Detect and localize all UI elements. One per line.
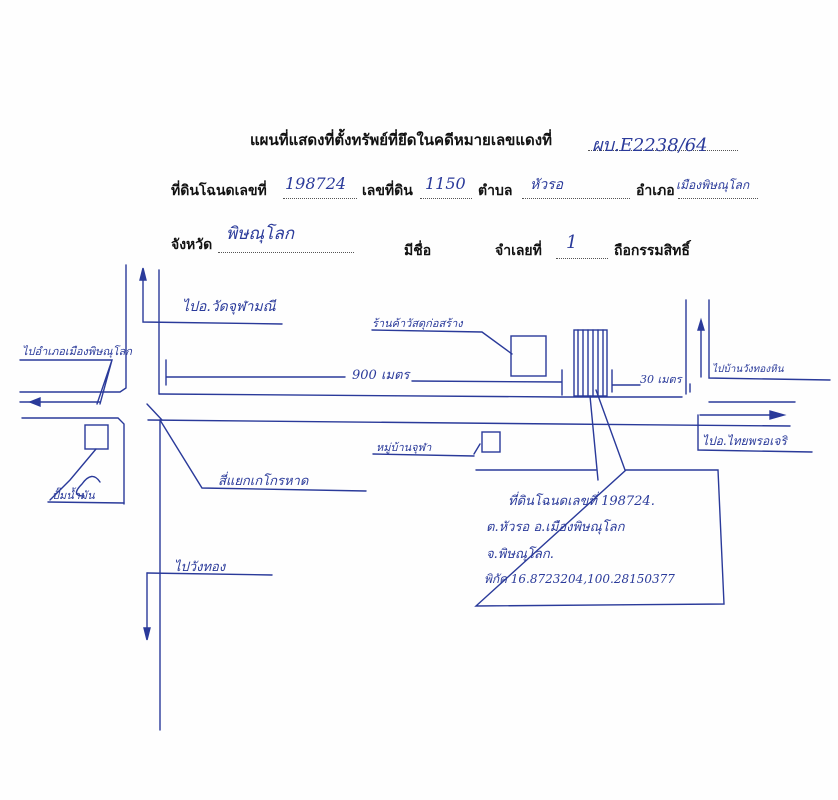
deed-number: 198724 [285,174,347,193]
note-line-1: ที่ดินโฉนดเลขที่ 198724. [508,494,655,509]
note-line-2: ต.หัวรอ อ.เมืองพิษณุโลก [486,520,625,535]
label-shop: ร้านค้าวัสดุก่อสร้าง [372,317,463,330]
case-number-dotline [588,150,738,151]
document-title: แผนที่แสดงที่ตั้งทรัพย์ที่ยึดในคดีหมายเล… [250,131,553,149]
land-no-dotline [420,198,472,199]
label-to-phu-thai: ไปอ.ไทยพรอเจริ [702,434,787,448]
label-distance-900m: 900 เมตร [352,368,410,383]
case-number: ผบ.E2238/64 [592,135,708,156]
label-intersection: สี่แยกเกโกรหาด [218,474,309,489]
deed-dotline [283,198,357,199]
ownership-label: ถือกรรมสิทธิ์ [614,243,690,259]
label-gas-station: ปั๊มน้ำมัน [52,489,95,502]
label-to-wang-thong: ไปวังทอง [174,560,226,575]
label-village: หมู่บ้านจุฬา [376,441,432,454]
label-to-wat-chulamanee: ไปอ.วัดจุฬามณี [182,299,276,315]
label-to-ban-wang-thong: ไปบ้านวังทองหิน [712,364,784,375]
subdistrict-dotline [522,198,630,199]
defendant-label: จำเลยที่ [495,243,542,259]
province-label: จังหวัด [171,237,213,253]
subdistrict-label: ตำบล [478,183,513,199]
land-no: 1150 [425,174,466,193]
label-to-mueang-phitsanulok: ไปอำเภอเมืองพิษณุโลก [22,345,132,358]
road-edge [19,264,127,393]
land-no-label: เลขที่ดิน [362,183,413,199]
province: พิษณุโลก [226,224,295,244]
note-line-4-coordinates: พิกัด 16.8723204,100.28150377 [484,572,675,586]
subdistrict: หัวรอ [530,177,564,193]
deed-label: ที่ดินโฉนดเลขที่ [171,183,267,199]
defendant-number: 1 [566,232,578,253]
district-label: อำเภอ [636,183,675,199]
district: เมืองพิษณุโลก [676,178,750,192]
province-dotline [218,252,354,253]
label-distance-30m: 30 เมตร [640,373,682,386]
note-line-3: จ.พิษณุโลก. [486,547,554,562]
district-dotline [678,198,758,199]
defendant-dotline [556,258,608,259]
name-label: มีชื่อ [404,243,432,259]
